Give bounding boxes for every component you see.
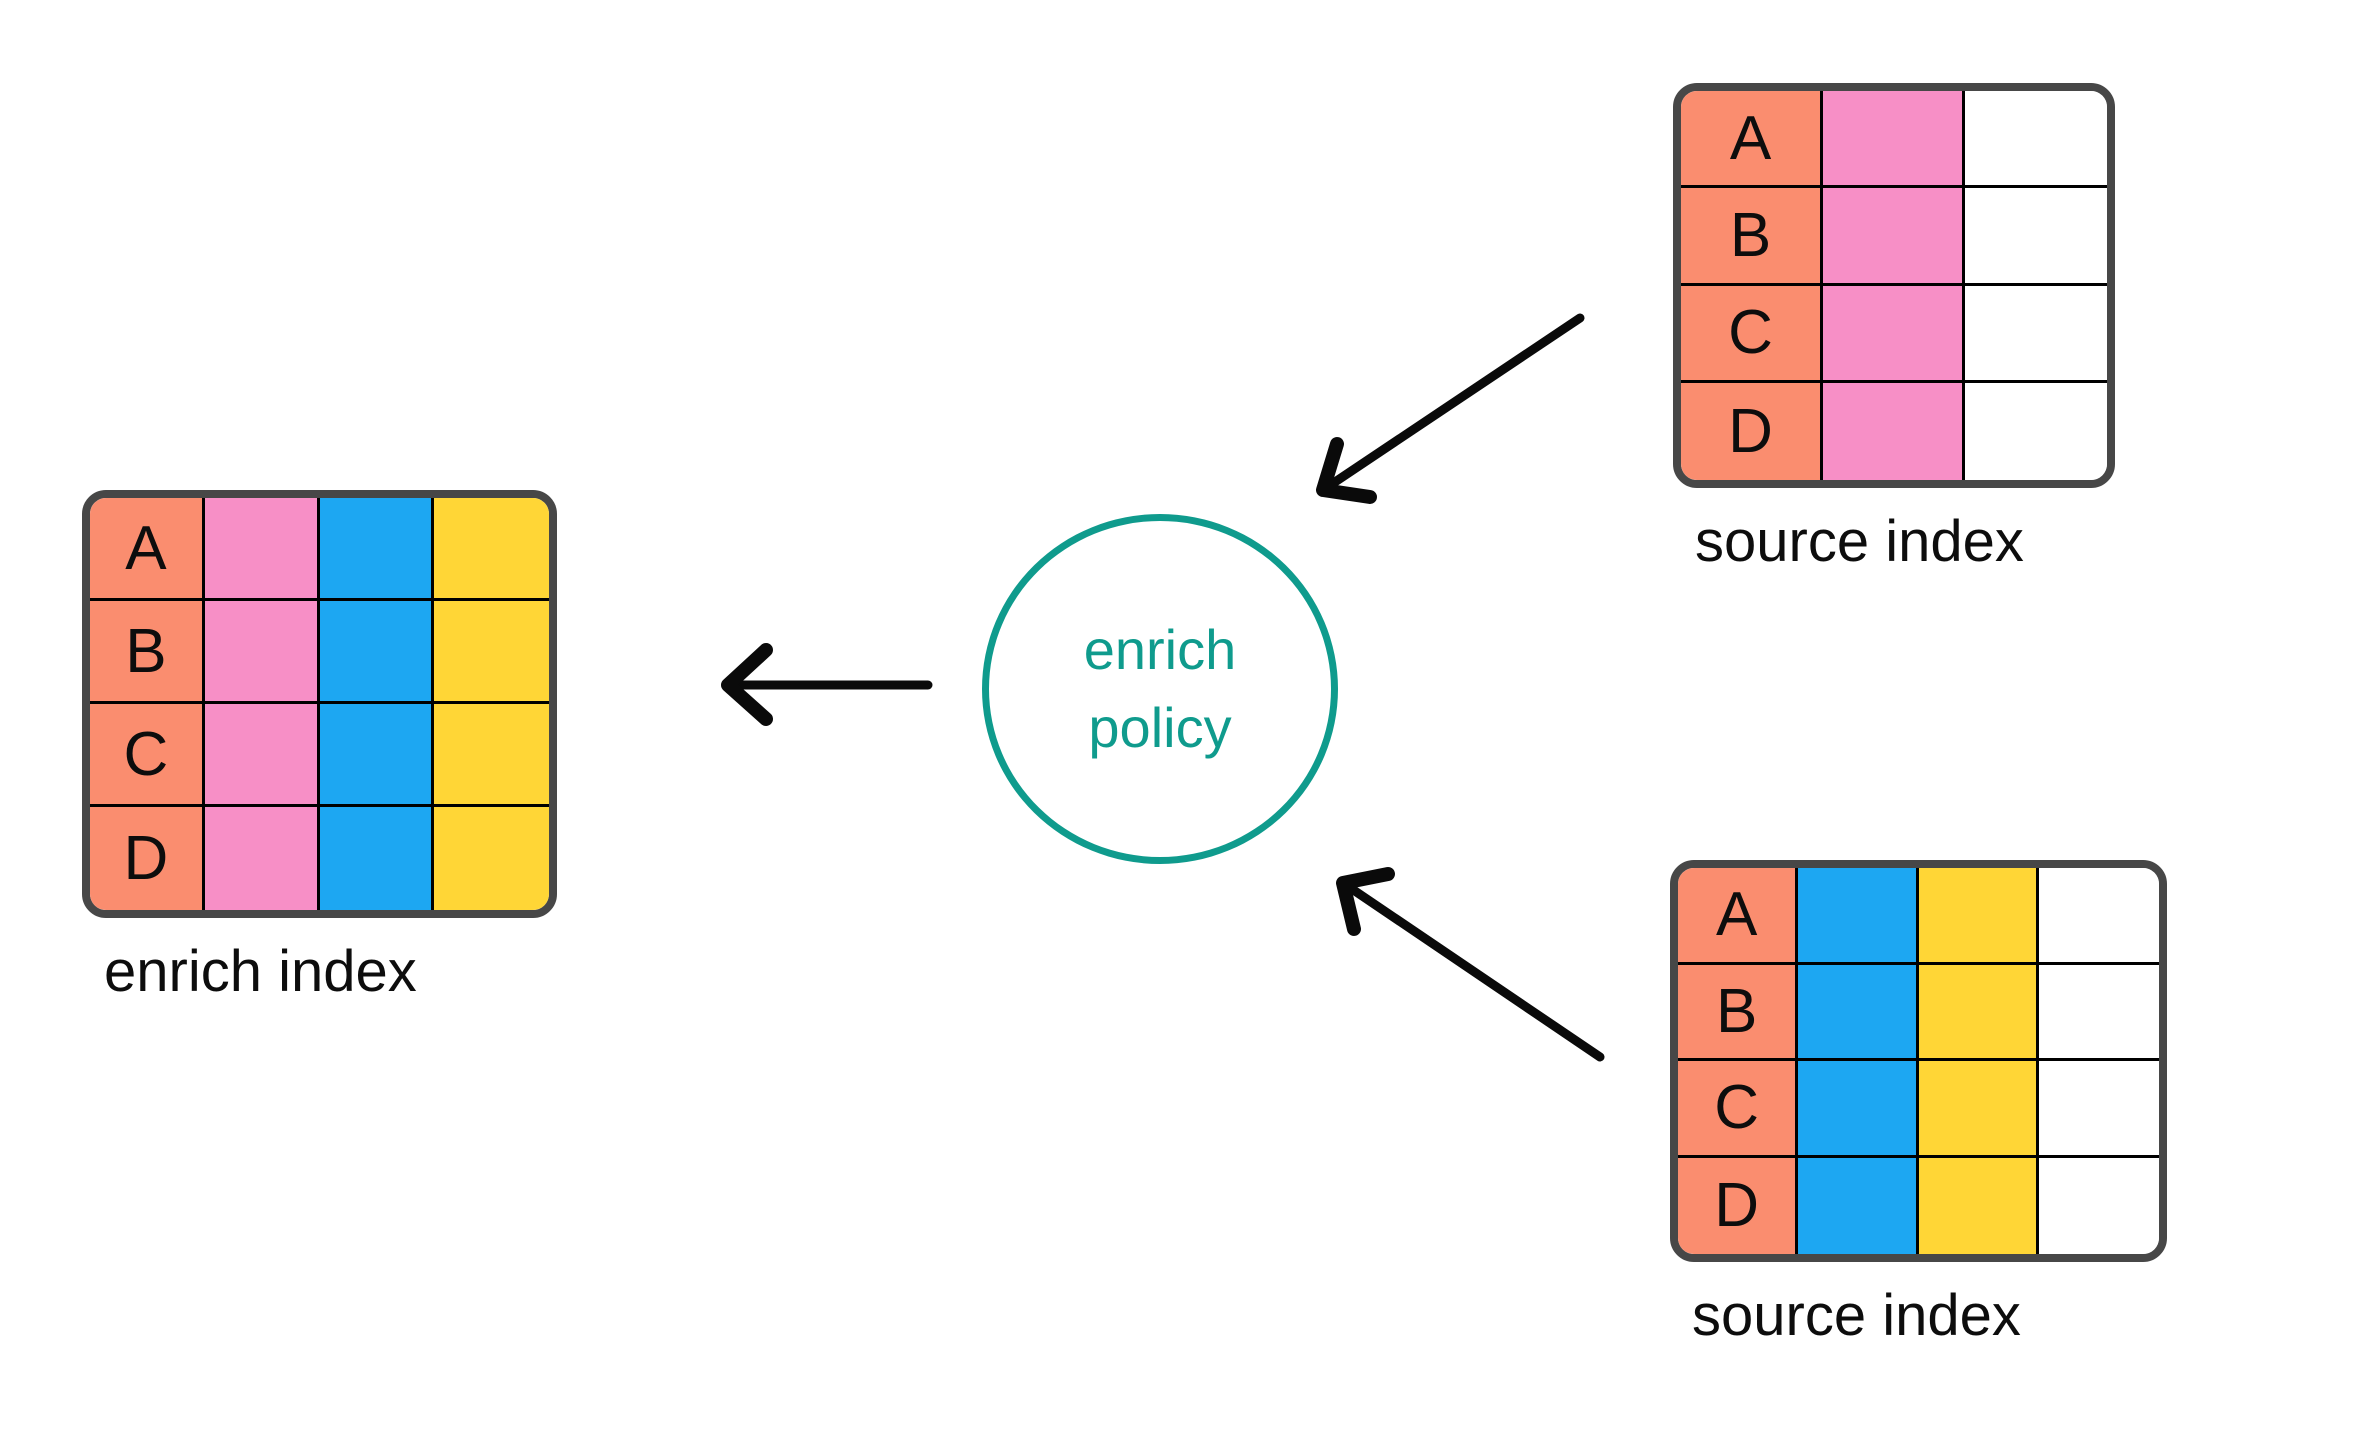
data-cell [1798,1157,1919,1254]
row-key-cell: D [1681,382,1823,480]
row-key-cell: D [90,807,205,910]
arrow-source-bottom-to-policy-icon [1336,867,1605,1062]
data-cell [1798,868,1919,965]
data-cell [1965,285,2107,383]
data-cell [2038,1061,2159,1158]
data-cell [434,601,549,704]
row-key-cell: A [1681,91,1823,189]
row-key-cell: A [90,498,205,601]
enrich-policy-node: enrich policy [982,514,1338,864]
enrich-index-label: enrich index [104,939,417,1004]
data-cell [1823,188,1965,286]
data-cell [1823,91,1965,189]
data-cell [319,601,435,704]
data-cell [1823,285,1965,383]
data-cell [2038,868,2159,965]
data-cell [319,704,435,807]
data-cell [1798,1061,1919,1158]
row-key-cell: B [90,601,205,704]
row-key-cell: C [1678,1061,1799,1158]
data-cell [204,807,320,910]
source-index-bottom-label: source index [1692,1283,2021,1348]
data-cell [1918,964,2039,1061]
row-key-cell: B [1678,964,1799,1061]
data-cell [1918,1157,2039,1254]
row-key-cell: C [1681,285,1823,383]
row-key-cell: D [1678,1157,1799,1254]
enrich-policy-label-line2: policy [1088,696,1232,759]
data-cell [204,601,320,704]
data-cell [2038,964,2159,1061]
data-cell [1918,1061,2039,1158]
data-cell [1798,964,1919,1061]
arrow-policy-to-enrich-index-icon [721,643,933,726]
data-cell [204,498,320,601]
source-index-top-label: source index [1695,509,2024,574]
data-cell [204,704,320,807]
row-key-cell: B [1681,188,1823,286]
arrow-source-top-to-policy-icon [1316,313,1585,504]
data-cell [319,807,435,910]
data-cell [1823,382,1965,480]
enrich-policy-label-line1: enrich [1083,618,1237,681]
data-cell [1918,868,2039,965]
data-cell [319,498,435,601]
row-key-cell: A [1678,868,1799,965]
row-key-cell: C [90,704,205,807]
data-cell [434,807,549,910]
data-cell [1965,188,2107,286]
data-cell [2038,1157,2159,1254]
data-cell [434,704,549,807]
data-cell [434,498,549,601]
data-cell [1965,382,2107,480]
data-cell [1965,91,2107,189]
